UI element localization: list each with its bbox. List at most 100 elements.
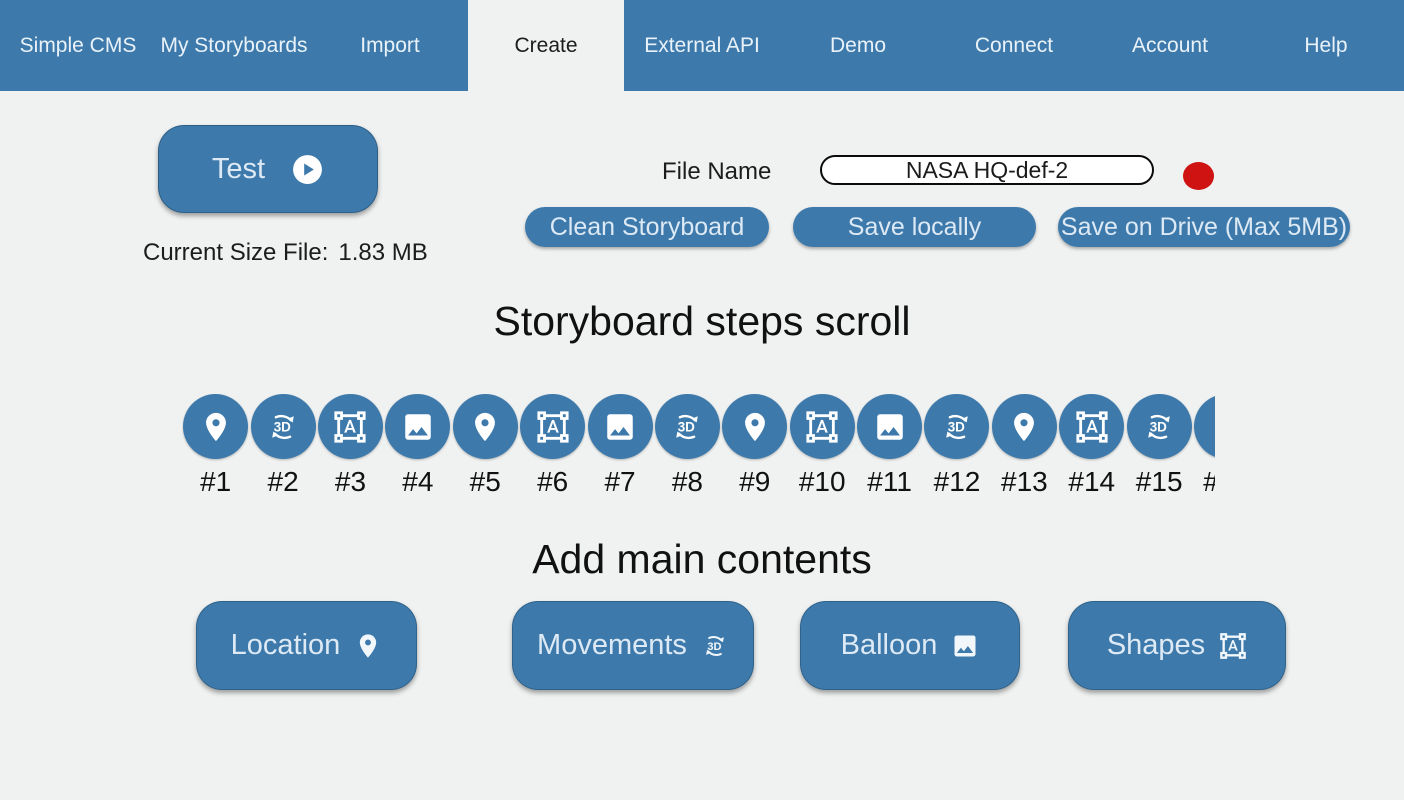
step-item: #5 [452,394,519,498]
step-button-4[interactable] [385,394,451,459]
content-button-label: Movements [537,629,687,661]
step-item: #7 [586,394,653,498]
step-button-13[interactable] [991,394,1057,459]
top-nav: Simple CMS My Storyboards Import Create Exte… [0,0,1404,91]
step-label: #3 [334,466,367,497]
test-button[interactable]: Test [158,125,378,213]
step-label: #2 [267,466,299,497]
nav-item-label: Simple CMS [19,33,137,57]
step-button-15[interactable]: 3D [1126,394,1192,459]
add-balloon-button[interactable]: Balloon [800,601,1020,690]
step-item: #9 [721,394,788,498]
step-label: #8 [671,466,703,497]
step-label: #9 [739,466,771,497]
nav-item-account[interactable]: Account [1092,0,1248,91]
step-item: #13 [991,394,1058,498]
svg-text:3D: 3D [274,419,291,434]
add-movements-button[interactable]: Movements 3D [512,601,754,690]
step-button-3[interactable] [317,394,383,459]
step-button-6[interactable] [520,394,586,459]
step-item: #4 [384,394,451,498]
nav-item-label: Account [1132,33,1208,57]
location-icon [738,410,772,444]
step-item: 3D #15 [1125,394,1192,498]
nav-item-connect[interactable]: Connect [936,0,1092,91]
image-icon [603,410,637,444]
rotation-3d-icon: 3D [266,410,300,444]
shapes-icon [1075,410,1109,444]
step-button-2[interactable]: 3D [250,394,316,459]
save-on-drive-label: Save on Drive (Max 5MB) [1060,212,1348,241]
file-name-label: File Name [662,158,772,185]
svg-text:3D: 3D [678,419,695,434]
step-label: #11 [867,466,912,497]
step-item: #14 [1058,394,1125,498]
shapes-icon [333,410,367,444]
nav-item-demo[interactable]: Demo [780,0,936,91]
step-label: #16 [1203,466,1215,498]
nav-item-create[interactable]: Create [468,0,624,91]
svg-text:3D: 3D [1150,419,1167,434]
content-button-label: Shapes [1106,629,1206,661]
step-item: 3D #2 [249,394,316,498]
location-icon [1210,410,1215,444]
nav-item-simple-cms[interactable]: Simple CMS [0,0,156,91]
add-shapes-button[interactable]: Shapes [1068,601,1286,690]
step-label: #1 [200,466,232,497]
nav-item-label: Connect [974,33,1054,57]
save-locally-label: Save locally [847,212,982,241]
svg-text:3D: 3D [707,640,721,652]
file-name-input[interactable] [820,155,1154,185]
step-button-16[interactable] [1194,394,1215,459]
clean-storyboard-button[interactable]: Clean Storyboard [525,207,769,247]
record-status-dot [1183,162,1214,190]
current-size: Current Size File: 1.83 MB [143,239,428,267]
step-button-11[interactable] [857,394,923,459]
step-item: 3D#12 [923,394,990,498]
step-label: #10 [798,466,846,497]
shapes-icon [805,410,839,444]
save-locally-button[interactable]: Save locally [793,207,1036,247]
step-item: #3 [317,394,384,498]
step-button-5[interactable] [452,394,518,459]
step-button-9[interactable] [722,394,788,459]
step-label: #13 [1001,466,1048,497]
step-item: #11 [856,394,923,498]
current-size-value: 1.83 MB [338,239,428,266]
add-location-button[interactable]: Location [196,601,417,690]
test-button-label: Test [211,152,266,185]
clean-storyboard-label: Clean Storyboard [549,212,745,241]
shapes-icon [536,410,570,444]
nav-item-import[interactable]: Import [312,0,468,91]
nav-item-external-api[interactable]: External API [624,0,780,91]
step-button-10[interactable] [789,394,855,459]
step-button-7[interactable] [587,394,653,459]
rotation-3d-icon: 3D [1142,410,1176,444]
rotation-3d-icon: 3D [940,410,974,444]
nav-item-my-storyboards[interactable]: My Storyboards [156,0,312,91]
play-icon [291,153,324,186]
current-size-label: Current Size File: [143,239,329,266]
image-icon [873,410,907,444]
step-button-1[interactable] [183,394,249,459]
nav-item-label: Import [360,33,420,57]
step-label: #4 [402,466,434,497]
step-button-12[interactable]: 3D [924,394,990,459]
shapes-icon [1219,632,1247,660]
nav-item-label: External API [644,33,760,57]
location-icon [1007,410,1041,444]
step-label: #15 [1135,466,1183,497]
step-label: #5 [469,466,501,497]
step-label: #7 [604,466,636,497]
image-icon [401,410,435,444]
step-button-14[interactable] [1059,394,1125,459]
step-item: #1 [182,394,249,498]
save-on-drive-button[interactable]: Save on Drive (Max 5MB) [1058,207,1350,247]
step-item: #6 [519,394,586,498]
nav-item-label: Demo [829,33,887,57]
nav-item-help[interactable]: Help [1248,0,1404,91]
content-button-label: Location [230,629,341,661]
step-button-8[interactable]: 3D [654,394,720,459]
